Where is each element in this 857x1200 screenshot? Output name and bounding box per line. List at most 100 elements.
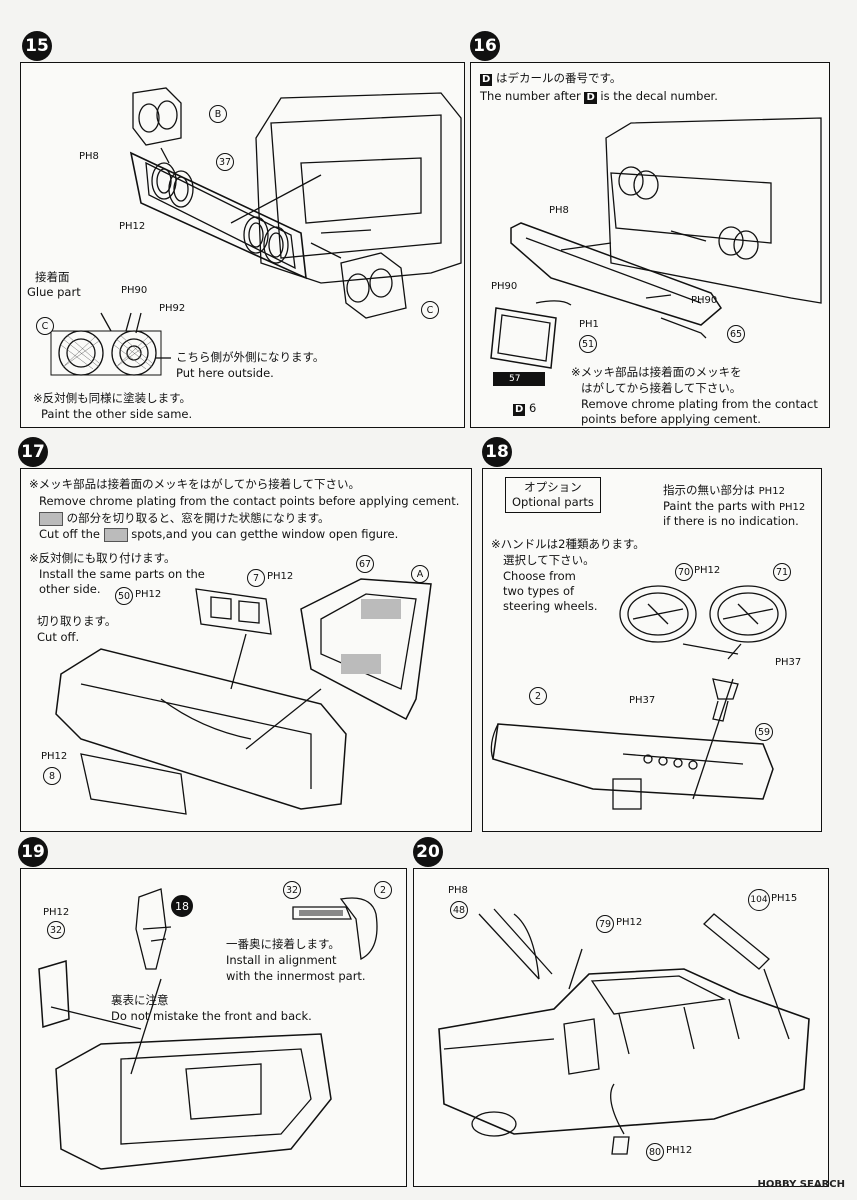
chrome-note-en-1: Remove chrome plating from the contact: [581, 397, 818, 411]
decal-d6-symbol: D: [513, 404, 526, 416]
chrome-note-en-2: points before applying cement.: [581, 412, 761, 426]
panel-step-18: オプション Optional parts 指示の無い部分は PH12 Paint…: [482, 468, 822, 832]
paint-code-ph90-right: PH90: [691, 295, 718, 306]
decal-note-en: The number after D is the decal number.: [480, 89, 718, 104]
part-65-label: 65: [727, 325, 745, 343]
no-indication-note-en-2: if there is no indication.: [663, 514, 799, 528]
no-indication-en-text: Paint the parts with: [663, 499, 776, 513]
optional-parts-box: オプション Optional parts: [505, 477, 601, 513]
outside-note-en: Put here outside.: [176, 366, 274, 380]
wheel-note-jp-2: 選択して下さい。: [503, 553, 595, 567]
other-side-note-en: Paint the other side same.: [41, 407, 193, 421]
panel-step-16: D はデカールの番号です。 The number after D is the …: [470, 62, 830, 428]
part-71-label: 71: [773, 563, 791, 581]
step-17-illustration: [55, 578, 432, 815]
shaded-area-swatch: [39, 511, 63, 526]
install-note-en-2: other side.: [39, 582, 101, 596]
install-note-en-1: Install the same parts on the: [39, 567, 205, 581]
part-79-label: 79: [596, 915, 614, 933]
part-b-label: B: [209, 105, 227, 123]
window-note-en-post: spots,and you can getthe window open fig…: [131, 527, 399, 541]
part-59-label: 59: [755, 723, 773, 741]
paint-code-ph1: PH1: [579, 319, 599, 330]
part-8-label: 8: [43, 767, 61, 785]
part-c-label-2: C: [36, 317, 54, 335]
decal-note-en-pre: The number after: [480, 89, 581, 103]
part-c-label-1: C: [421, 301, 439, 319]
decal-note-jp: D はデカールの番号です。: [480, 71, 621, 86]
paint-code-ph12-default-jp: PH12: [758, 486, 785, 497]
part-48-label: 48: [450, 901, 468, 919]
cut-note-en: Cut off.: [37, 630, 80, 644]
step-number-16: 16: [470, 31, 500, 61]
install-note-jp: ※反対側にも取り付けます。: [29, 551, 176, 565]
step-number-18: 18: [482, 437, 512, 467]
step-20-illustration: [438, 908, 810, 1155]
paint-code-ph37-dash: PH37: [629, 695, 656, 706]
step-number-17: 17: [18, 437, 48, 467]
chrome-note-jp-1: ※メッキ部品は接着面のメッキを: [571, 365, 742, 379]
decal-d-symbol: D: [480, 74, 493, 86]
glue-part-jp: 接着面: [35, 270, 70, 284]
step-number-15: 15: [22, 31, 52, 61]
paint-code-ph8: PH8: [79, 151, 99, 162]
panel-step-20: PH8 48 79 PH12 104 PH15 80 PH12: [413, 868, 829, 1187]
part-37-label: 37: [216, 153, 234, 171]
paint-code-ph12-part50: PH12: [135, 589, 162, 600]
paint-code-ph92: PH92: [159, 303, 186, 314]
paint-code-ph90: PH90: [121, 285, 148, 296]
paint-code-ph37-wheel71: PH37: [775, 657, 802, 668]
decal-d-symbol-2: D: [584, 92, 597, 104]
panel-step-17: ※メッキ部品は接着面のメッキをはがしてから接着して下さい。 Remove chr…: [20, 468, 472, 832]
part-50-label: 50: [115, 587, 133, 605]
part-32-label-right: 32: [283, 881, 301, 899]
paint-code-ph12-wheel70: PH12: [694, 565, 721, 576]
part-104-label: 104: [748, 889, 770, 911]
paint-code-ph12: PH12: [119, 221, 146, 232]
step-15-illustration: [50, 87, 462, 376]
no-indication-note-en-1: Paint the parts with PH12: [663, 499, 805, 515]
paint-code-ph12-part79: PH12: [616, 917, 643, 928]
part-32-label-left: 32: [47, 921, 65, 939]
step-number-19: 19: [18, 837, 48, 867]
paint-code-ph15: PH15: [771, 893, 798, 904]
hobby-search-watermark: HOBBY SEARCH: [757, 1179, 845, 1190]
window-note-en: Cut off the spots,and you can getthe win…: [39, 527, 398, 542]
paint-code-ph12-part8: PH12: [41, 751, 68, 762]
part-2-label: 2: [529, 687, 547, 705]
chrome-note-jp: ※メッキ部品は接着面のメッキをはがしてから接着して下さい。: [29, 477, 360, 491]
part-70-label: 70: [675, 563, 693, 581]
window-note-jp: の部分を切り取ると、窓を開けた状態になります。: [39, 511, 330, 526]
paint-code-ph8: PH8: [448, 885, 468, 896]
license-plate-number: 57: [509, 374, 521, 384]
paint-code-ph90-left: PH90: [491, 281, 518, 292]
part-51-label: 51: [579, 335, 597, 353]
shaded-area-swatch-2: [103, 527, 128, 542]
wheel-note-en-1: Choose from: [503, 569, 576, 583]
paint-code-ph12-default-en: PH12: [778, 502, 806, 513]
step-18-reference: 18: [171, 895, 193, 917]
wheel-note-en-2: two types of: [503, 584, 575, 598]
window-note-jp-text: の部分を切り取ると、窓を開けた状態になります。: [66, 511, 330, 525]
other-side-note-jp: ※反対側も同様に塗装します。: [33, 391, 191, 405]
step-16-illustration: [490, 117, 822, 386]
panel-step-15: B 37 C C PH8 PH12 PH90 PH92 接着面 Glue par…: [20, 62, 465, 428]
decal-d6-label: D 6: [513, 401, 536, 416]
optional-parts-jp: オプション: [524, 480, 582, 494]
decal-note-en-post: is the decal number.: [600, 89, 718, 103]
paint-code-ph12-part80: PH12: [666, 1145, 693, 1156]
optional-parts-en: Optional parts: [512, 495, 594, 509]
chrome-note-en: Remove chrome plating from the contact p…: [39, 494, 460, 508]
innermost-note-jp: 一番奥に接着します。: [226, 937, 340, 951]
no-indication-note-jp: 指示の無い部分は PH12: [663, 483, 785, 499]
no-indication-jp-text: 指示の無い部分は: [663, 483, 755, 497]
part-2-label: 2: [374, 881, 392, 899]
part-67-label: 67: [356, 555, 374, 573]
cut-note-jp: 切り取ります。: [37, 614, 117, 628]
paint-code-ph12-part7: PH12: [267, 571, 294, 582]
decal-d6-number: 6: [528, 401, 537, 415]
outside-note-jp: こちら側が外側になります。: [176, 350, 325, 364]
decal-note-jp-text: はデカールの番号です。: [495, 71, 622, 85]
chrome-note-jp-2: はがしてから接着して下さい。: [581, 381, 742, 395]
innermost-note-en-1: Install in alignment: [226, 953, 337, 967]
